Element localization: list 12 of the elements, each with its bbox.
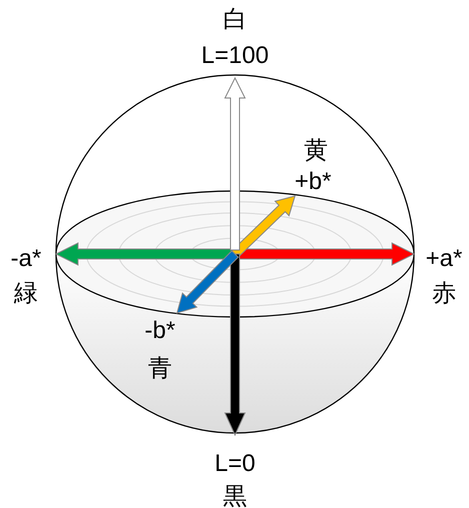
axis-label: 青 <box>148 357 172 381</box>
axis-label: 白 <box>223 8 247 32</box>
axis-label: 黄 <box>304 139 328 163</box>
axis-label: L=100 <box>201 44 269 68</box>
axis-label: -a* <box>10 247 42 271</box>
axis-label: 赤 <box>432 282 456 306</box>
axis-label: 緑 <box>14 282 38 306</box>
axis-label: L=0 <box>214 452 256 476</box>
axis-label: +a* <box>426 247 462 271</box>
axis-label: 黒 <box>223 485 247 508</box>
axis-label: +b* <box>294 170 332 194</box>
axis-label: -b* <box>144 319 176 343</box>
